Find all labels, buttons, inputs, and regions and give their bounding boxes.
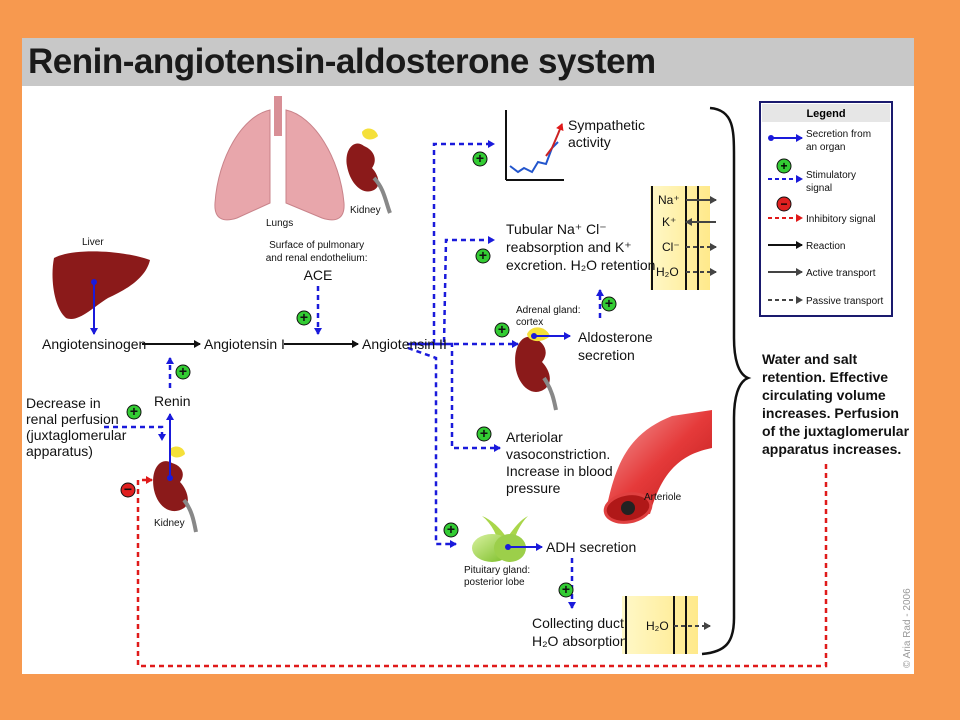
kidney-top-illustration xyxy=(346,128,392,214)
liver-label: Liver xyxy=(82,237,104,248)
svg-text:+: + xyxy=(605,295,613,311)
legend-title: Legend xyxy=(806,108,845,120)
svg-text:+: + xyxy=(480,425,488,441)
kidney-top-label: Kidney xyxy=(350,205,381,216)
raas-diagram: Lungs Kidney Liver Kidney Adrenal gland: xyxy=(26,96,913,668)
liver-illustration xyxy=(52,251,150,319)
stimulatory-markers: + + + + + + + + + + xyxy=(126,150,617,598)
endothelium-label: Surface of pulmonary and renal endotheli… xyxy=(266,240,371,283)
kidney-bottom-label: Kidney xyxy=(154,518,185,529)
ion-labels: Na⁺ K⁺ Cl⁻ H₂O xyxy=(656,193,680,279)
tubular-label: Tubular Na⁺ Cl⁻ reabsorption and K⁺ excr… xyxy=(506,221,655,273)
lungs-illustration xyxy=(214,96,345,221)
adh-label: ADH secretion xyxy=(546,539,636,555)
legend-item-passive: Passive transport xyxy=(806,296,883,307)
renin-label: Renin xyxy=(154,393,191,409)
collecting-duct-label: Collecting duct: H₂O absorption xyxy=(532,615,632,649)
legend-item-secretion: Secretion from an organ xyxy=(806,129,874,153)
pituitary-illustration xyxy=(472,516,528,562)
title-bar: Renin-angiotensin-aldosterone system xyxy=(22,38,914,86)
svg-text:+: + xyxy=(562,581,570,597)
angiotensin-2-label: Angiotensin II xyxy=(362,336,447,352)
adrenal-label: Adrenal gland: cortex xyxy=(516,305,583,328)
svg-text:−: − xyxy=(780,197,787,211)
svg-text:+: + xyxy=(780,159,787,173)
svg-text:Cl⁻: Cl⁻ xyxy=(662,240,680,254)
lungs-label: Lungs xyxy=(266,218,293,229)
inhibitory-marker: − xyxy=(120,481,136,498)
arteriole-illustration xyxy=(603,410,712,524)
perfusion-label: Decrease in renal perfusion (juxtaglomer… xyxy=(26,395,130,459)
angiotensin-1-label: Angiotensin I xyxy=(204,336,285,352)
legend-item-stimulatory: Stimulatory signal xyxy=(806,170,859,194)
inhibitory-feedback-arrow xyxy=(136,464,828,668)
arteriolar-label: Arteriolar vasoconstriction. Increase in… xyxy=(506,429,617,496)
aldosterone-label: Aldosterone secretion xyxy=(578,329,657,363)
legend-item-active: Active transport xyxy=(806,268,876,279)
angiotensinogen-label: Angiotensinogen xyxy=(42,336,146,352)
svg-text:+: + xyxy=(179,363,187,379)
outcome-label: Water and salt retention. Effective circ… xyxy=(762,351,913,457)
svg-text:−: − xyxy=(124,481,132,497)
duct-ion-label: H₂O xyxy=(646,619,669,633)
svg-text:+: + xyxy=(300,309,308,325)
svg-text:H₂O: H₂O xyxy=(656,265,679,279)
svg-text:+: + xyxy=(479,247,487,263)
svg-text:+: + xyxy=(130,403,138,419)
legend-item-reaction: Reaction xyxy=(806,241,845,252)
page-title: Renin-angiotensin-aldosterone system xyxy=(28,42,656,81)
svg-text:+: + xyxy=(498,321,506,337)
diagram-card: Renin-angiotensin-aldosterone system xyxy=(22,38,914,674)
sympathetic-graph xyxy=(505,110,564,181)
svg-text:Na⁺: Na⁺ xyxy=(658,193,680,207)
pituitary-label: Pituitary gland: posterior lobe xyxy=(464,565,533,588)
svg-text:+: + xyxy=(476,150,484,166)
arteriole-label: Arteriole xyxy=(644,492,682,503)
svg-text:+: + xyxy=(447,521,455,537)
sympathetic-label: Sympathetic activity xyxy=(568,117,649,150)
kidney-bottom-illustration xyxy=(153,446,198,533)
legend: Legend Secretion from an organ + Stimula… xyxy=(759,101,893,317)
copyright-text: © Aria Rad - 2006 xyxy=(902,588,913,668)
adrenal-kidney-illustration xyxy=(515,327,558,411)
outcome-brace xyxy=(701,106,752,656)
svg-text:K⁺: K⁺ xyxy=(662,215,676,229)
legend-item-inhibitory: Inhibitory signal xyxy=(806,214,875,225)
